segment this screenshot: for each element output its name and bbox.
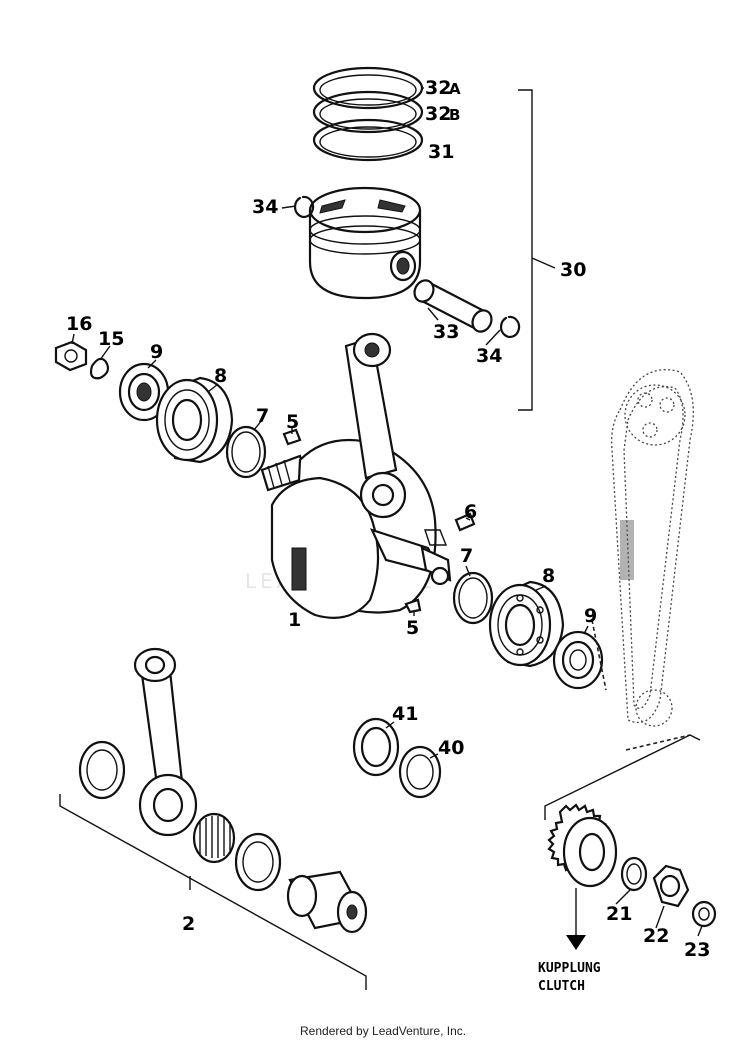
seal-41 [352,717,400,777]
bearing-8-left [155,376,234,464]
washer-23 [691,900,717,928]
key-6 [454,512,476,532]
callout-8-left: 8 [214,365,227,387]
timing-chain [611,369,694,727]
callout-21: 21 [606,903,632,925]
piston [308,186,422,300]
callout-23: 23 [684,939,710,961]
clutch-label-english: CLUTCH [538,979,585,994]
callout-16: 16 [66,313,92,335]
piston-pin-33 [413,279,493,333]
callout-5-bottom: 5 [406,617,419,639]
key-5-bottom [404,598,422,614]
connecting-rod-set [78,647,368,934]
shim-7-right [452,571,494,625]
callout-9-left: 9 [150,341,163,363]
callout-8-right: 8 [542,565,555,587]
callout-41: 41 [392,703,418,725]
callout-34-top: 34 [252,196,278,218]
washer-15 [89,357,110,380]
chain-dashed-line [591,619,691,751]
leader-30 [531,257,556,269]
callout-33: 33 [433,321,459,343]
clutch-label-german: KUPPLUNG [538,961,601,976]
primary-gear [547,803,618,888]
circlip-34-right [499,315,521,338]
shim-7-left [225,425,267,479]
bracket-gear [544,734,701,820]
circlip-34-top [293,195,315,218]
callout-15: 15 [98,328,124,350]
piston-ring-31 [312,118,424,162]
callout-32b-number: 32 [425,103,451,125]
seal-9-left [118,362,170,422]
bearing-8-right [488,580,565,668]
nut-16 [54,340,88,372]
callout-22: 22 [643,925,669,947]
callout-7-right: 7 [460,545,473,567]
callout-34-right: 34 [476,345,502,367]
callout-7-left: 7 [256,405,269,427]
footer-credit: Rendered by LeadVenture, Inc. [300,1024,466,1038]
callout-9-right: 9 [584,605,597,627]
callout-40: 40 [438,737,464,759]
crankshaft [260,332,452,619]
piston-ring-32a [312,66,424,110]
bracket-30 [518,89,533,411]
bracket-2 [59,794,367,990]
seal-9-right [552,630,604,690]
callout-32b-letter: B [449,106,460,124]
nut-22 [652,864,690,908]
callout-32a-number: 32 [425,77,451,99]
callout-30: 30 [560,259,586,281]
callout-32a-letter: A [449,80,461,98]
callout-5-top: 5 [286,411,299,433]
piston-ring-32b [312,90,424,134]
washer-21 [620,856,648,892]
callout-1: 1 [288,609,301,631]
callout-6: 6 [464,501,477,523]
spacer-40 [398,745,442,799]
leader-lines [71,87,703,937]
callout-31: 31 [428,141,454,163]
callout-2: 2 [182,913,195,935]
clutch-arrow [566,888,586,950]
